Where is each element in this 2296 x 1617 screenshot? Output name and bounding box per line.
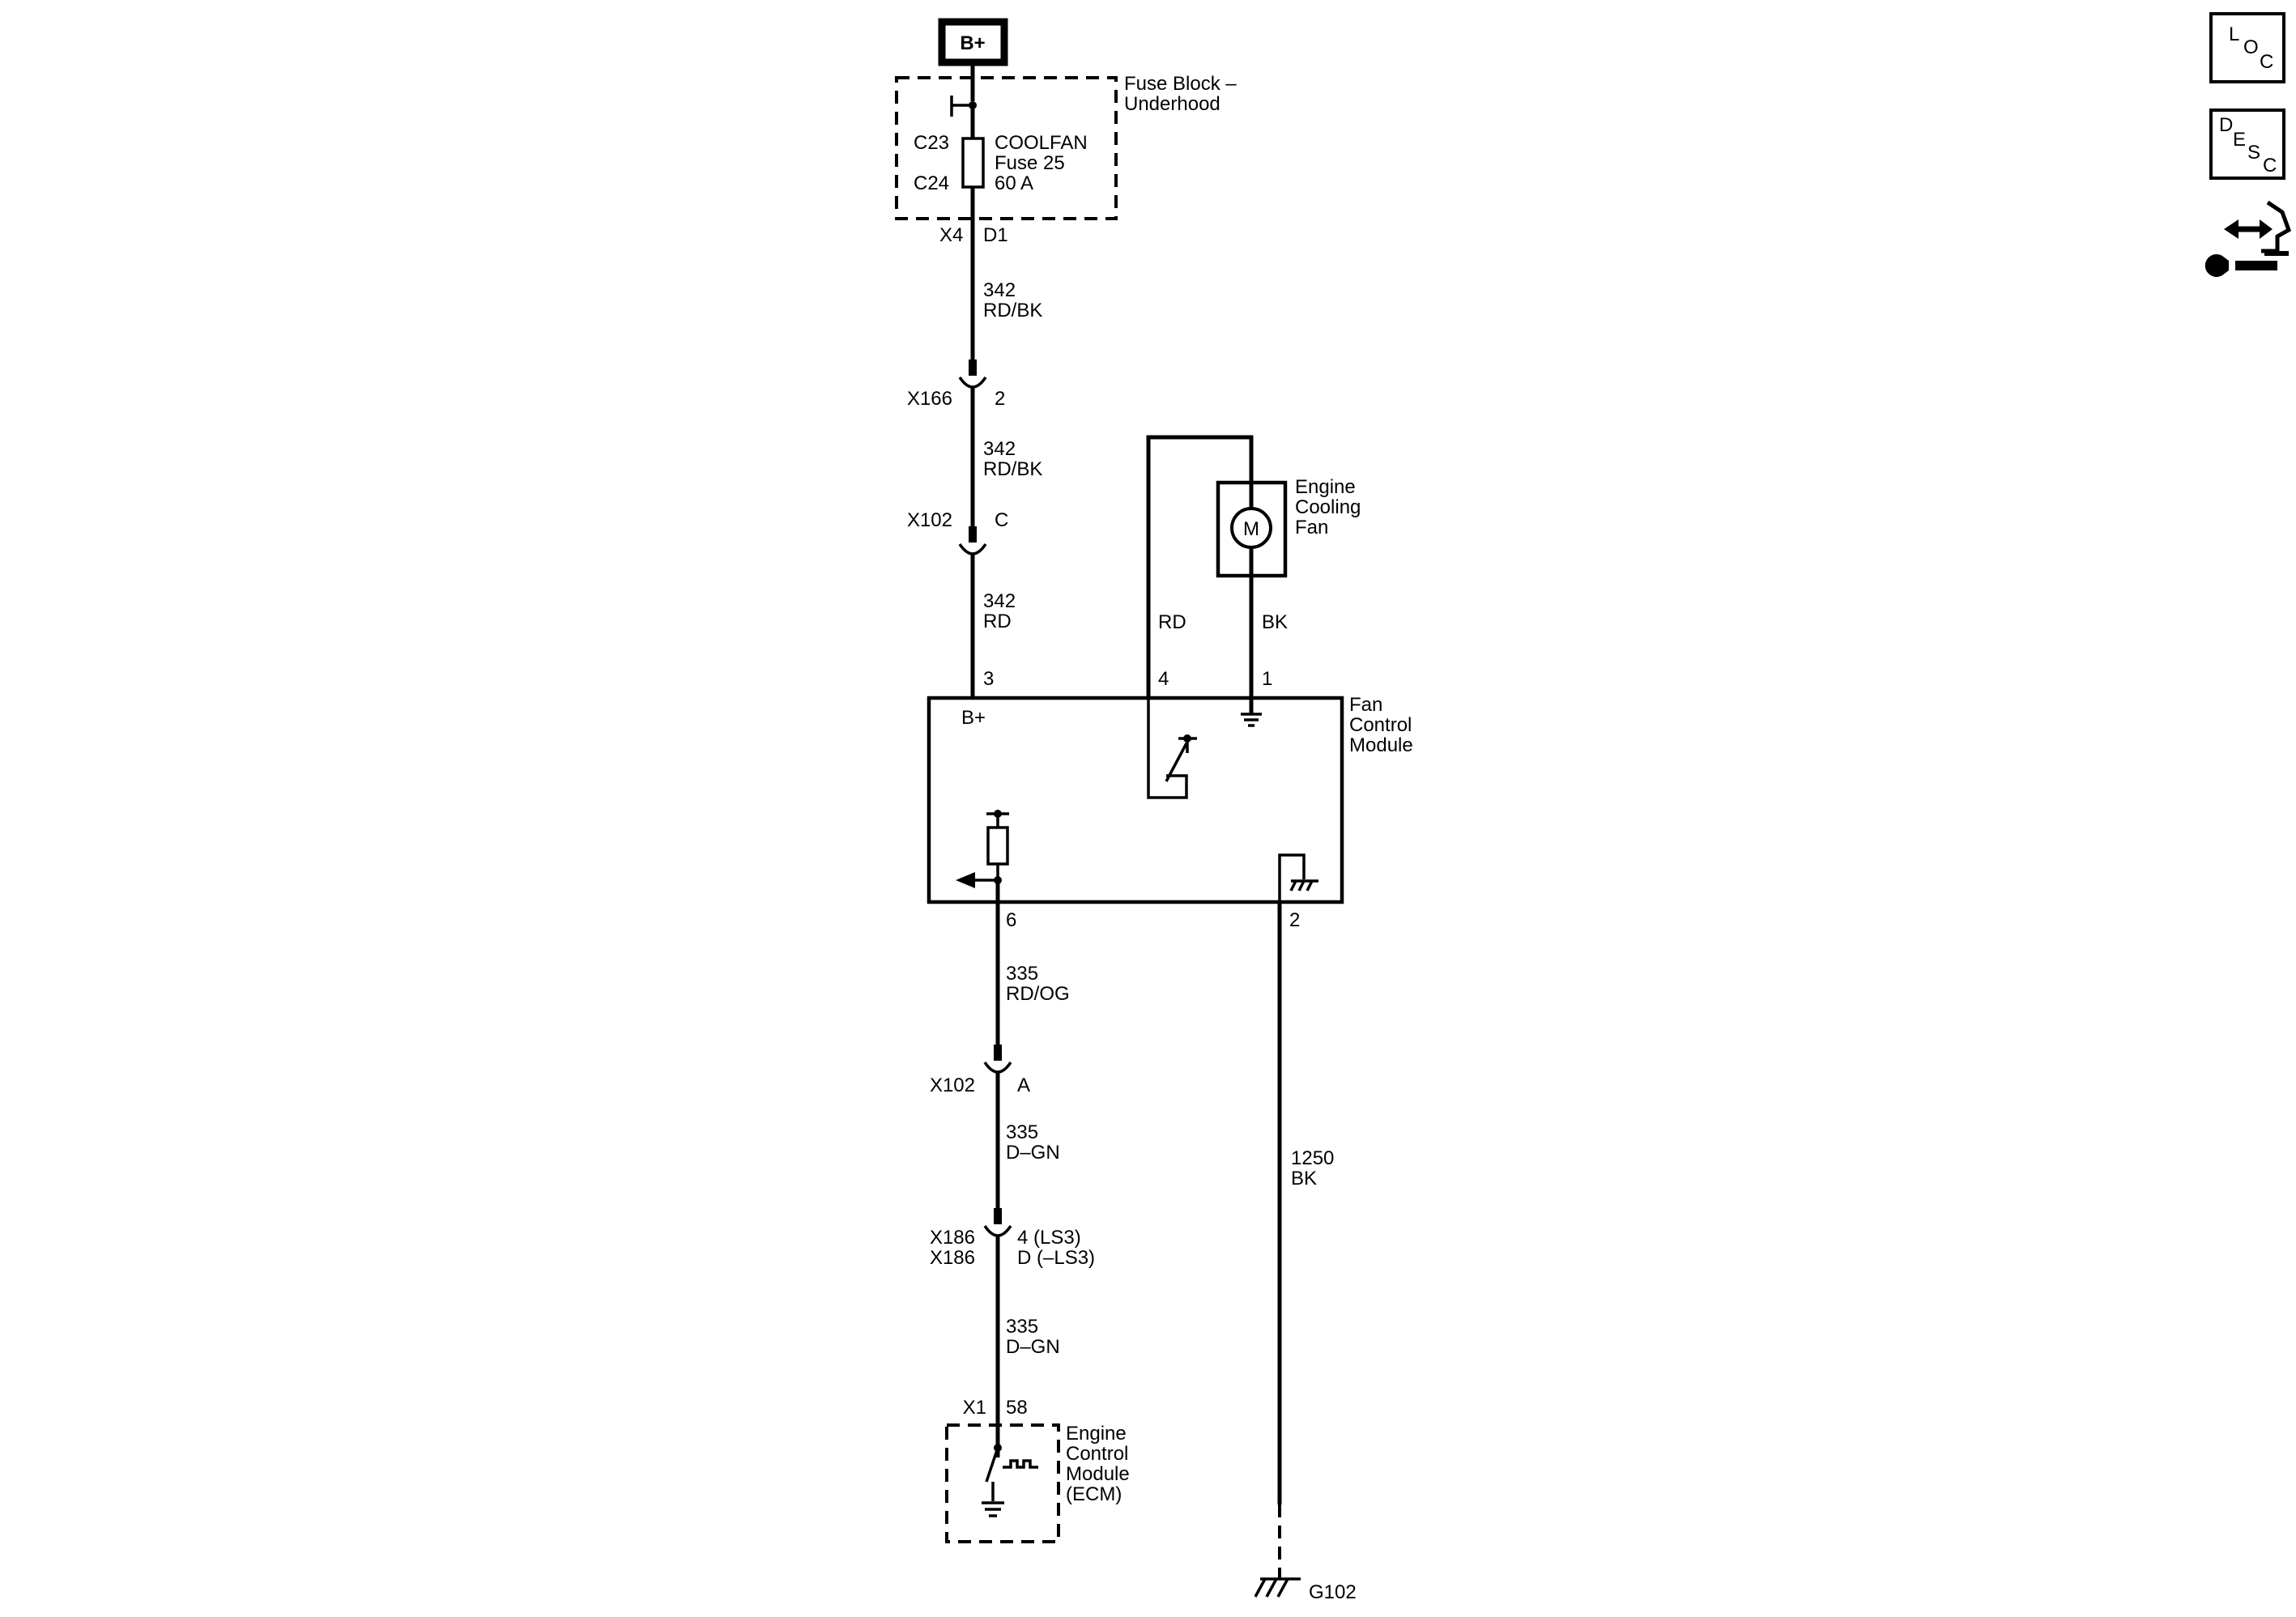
- wire-3-color: RD: [983, 611, 1012, 632]
- ground-wire-circuit: 1250: [1291, 1147, 1334, 1169]
- ecm-label-line4: (ECM): [1066, 1483, 1122, 1505]
- connector-x166-pin: 2: [995, 388, 1005, 410]
- fan-label-line2: Cooling: [1295, 496, 1361, 518]
- fcm-internal-bplus: B+: [961, 707, 986, 729]
- connector-x102-c: X102 C: [907, 509, 1008, 555]
- wire-4-circuit: 335: [1006, 963, 1038, 985]
- wire-3-circuit: 342: [983, 590, 1016, 612]
- power-source-label: B+: [960, 32, 985, 54]
- signal-arrow-icon: [956, 872, 998, 888]
- connector-x102-a: X102 A: [930, 1045, 1030, 1096]
- connector-end-view-button[interactable]: [2204, 200, 2292, 278]
- fuse-rating: 60 A: [995, 172, 1033, 194]
- wire-5-circuit: 335: [1006, 1121, 1038, 1143]
- fuse-block-conn-top: C23: [914, 132, 949, 154]
- connector-x166: X166 2: [907, 360, 1005, 410]
- wire-2-circuit: 342: [983, 438, 1016, 460]
- ground-wire-color: BK: [1291, 1168, 1317, 1189]
- ecm-connector: X1: [963, 1397, 986, 1419]
- ecm-label-line1: Engine: [1066, 1423, 1127, 1445]
- fuse-block-name-line2: Underhood: [1124, 93, 1220, 115]
- fcm-pin-relay: 4: [1158, 668, 1169, 690]
- fcm-label-line3: Module: [1349, 734, 1413, 756]
- fuse-block-name-line1: Fuse Block –: [1124, 73, 1237, 95]
- engine-cooling-fan: M Engine Cooling Fan RD BK: [1146, 435, 1361, 698]
- engine-control-module: X1 58 Engine Control Module (ECM): [945, 1397, 1130, 1543]
- wrench-icon: [2204, 251, 2289, 278]
- fan-label-line3: Fan: [1295, 517, 1328, 538]
- location-button[interactable]: L O C: [2209, 12, 2285, 83]
- fuse-block-out-pin: D1: [983, 224, 1008, 246]
- wire-1-color: RD/BK: [983, 300, 1042, 321]
- fuse-block-out-connector: X4: [939, 224, 963, 246]
- wire-5-color: D–GN: [1006, 1142, 1060, 1164]
- ecm-label-line3: Module: [1066, 1463, 1130, 1485]
- ecm-label-line2: Control: [1066, 1443, 1128, 1465]
- connector-x186-pin-1: 4 (LS3): [1017, 1227, 1081, 1249]
- fan-positive-wire-color: RD: [1158, 611, 1186, 633]
- connector-x102-a-pin: A: [1017, 1074, 1030, 1096]
- ground-point-label: G102: [1309, 1581, 1357, 1603]
- ground-g102-icon: [1254, 1577, 1301, 1598]
- connector-x186-pin-2: D (–LS3): [1017, 1247, 1095, 1269]
- fan-label-line1: Engine: [1295, 476, 1356, 498]
- fcm-label-line2: Control: [1349, 714, 1412, 736]
- fan-motor-symbol: M: [1243, 518, 1259, 540]
- location-button-letter-3: C: [2260, 51, 2273, 73]
- fuse-icon: [961, 137, 985, 189]
- fan-control-module-outline: [926, 696, 1344, 904]
- connector-x102-c-name: X102: [907, 509, 952, 531]
- ground-icon: [1241, 713, 1262, 727]
- location-button-letter-1: L: [2229, 23, 2239, 45]
- connector-x166-name: X166: [907, 388, 952, 410]
- connector-x186-name-2: X186: [930, 1247, 975, 1269]
- fuse-block-underhood: C23 C24 COOLFAN Fuse 25 60 A Fuse Block …: [895, 73, 1237, 246]
- connector-x102-a-name: X102: [930, 1074, 975, 1096]
- wire-4-color: RD/OG: [1006, 983, 1070, 1005]
- ecm-pin: 58: [1006, 1397, 1028, 1419]
- fan-positive-wire: [1146, 435, 1254, 698]
- connector-end-view-icon: [2224, 200, 2292, 253]
- pull-up-resistor-icon: [986, 810, 1009, 884]
- location-button-letter-2: O: [2243, 36, 2259, 58]
- description-button[interactable]: D E S C: [2209, 109, 2285, 180]
- connector-x186-name-1: X186: [930, 1227, 975, 1249]
- fan-negative-wire-color: BK: [1262, 611, 1288, 633]
- fuse-block-conn-bottom: C24: [914, 172, 949, 194]
- ecm-ground-icon: [982, 1501, 1004, 1517]
- ecm-outline: [945, 1423, 1060, 1543]
- connector-x186: X186 X186 4 (LS3) D (–LS3): [930, 1208, 1095, 1269]
- fcm-pin-ground: 2: [1289, 909, 1300, 931]
- fuse-bus-symbol: [950, 96, 973, 117]
- fan-control-module: Fan Control Module B+ 3 4 1: [926, 668, 1413, 904]
- fuse-block-outline: [895, 76, 1118, 220]
- wire-2-color: RD/BK: [983, 458, 1042, 480]
- fcm-label-line1: Fan: [1349, 694, 1382, 716]
- description-button-letter-1: D: [2219, 114, 2233, 136]
- fcm-pin-signal: 6: [1006, 909, 1016, 931]
- description-button-letter-3: S: [2247, 142, 2260, 164]
- wire-6-color: D–GN: [1006, 1336, 1060, 1358]
- battery-power-source: B+: [938, 18, 1008, 66]
- wire-1-circuit: 342: [983, 279, 1016, 301]
- wire-6-circuit: 335: [1006, 1316, 1038, 1338]
- fcm-pin-bplus: 3: [983, 668, 994, 690]
- ecm-driver-switch-icon: [985, 1425, 1038, 1501]
- description-button-letter-2: E: [2233, 129, 2246, 151]
- fuse-name: COOLFAN: [995, 132, 1088, 154]
- fcm-pin-ground-fan: 1: [1262, 668, 1272, 690]
- description-button-letter-4: C: [2263, 155, 2277, 177]
- connector-x102-c-pin: C: [995, 509, 1008, 531]
- relay-switch-icon: [1147, 698, 1197, 799]
- chassis-ground-icon: [1278, 853, 1318, 902]
- fuse-number: Fuse 25: [995, 152, 1065, 174]
